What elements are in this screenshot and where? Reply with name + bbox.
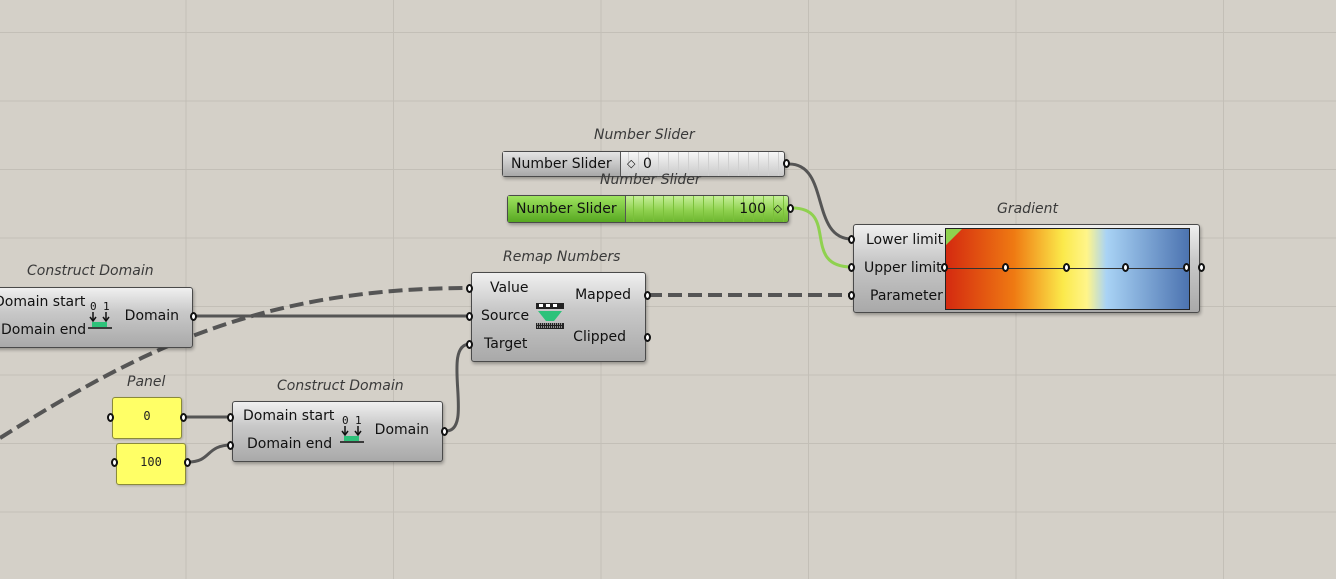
panel-100-input-grip[interactable]: [111, 458, 118, 467]
svg-text:1: 1: [103, 300, 110, 313]
gradient-lower-limit-grip[interactable]: [848, 235, 855, 244]
gradient-handle-3[interactable]: [1122, 263, 1129, 272]
domain-start-input[interactable]: Domain start: [0, 294, 86, 310]
panel-0-output-grip[interactable]: [180, 413, 187, 422]
slider-label: Number Slider: [503, 152, 621, 176]
remap-target-grip[interactable]: [466, 340, 473, 349]
gradient-title: Gradient: [997, 201, 1058, 217]
gradient-handle-1[interactable]: [1002, 263, 1009, 272]
construct-domain-title: Construct Domain: [277, 378, 404, 394]
gradient-handle-2[interactable]: [1063, 263, 1070, 272]
slider-value: 0: [643, 156, 652, 172]
remap-numbers-component[interactable]: Value Source Target Mapped Clipped: [471, 272, 646, 362]
panel-100-output-grip[interactable]: [184, 458, 191, 467]
remap-funnel-icon: [536, 303, 564, 329]
remap-output-mapped[interactable]: Mapped: [575, 287, 631, 303]
gradient-input-parameter[interactable]: Parameter: [870, 288, 943, 304]
number-slider-100[interactable]: Number Slider 100 ◇: [507, 195, 789, 223]
domain-2-start-grip[interactable]: [227, 413, 234, 422]
construct-domain-icon: 0 1: [88, 300, 112, 329]
slider-track[interactable]: ◇ 0: [619, 152, 784, 176]
slider-0-output-grip[interactable]: [783, 159, 790, 168]
wire-slider-to-lower-limit[interactable]: [788, 162, 853, 241]
slider-handle-icon[interactable]: ◇: [773, 202, 782, 215]
domain-start-input[interactable]: Domain start: [243, 408, 335, 424]
panel-0-input-grip[interactable]: [107, 413, 114, 422]
remap-value-grip[interactable]: [466, 284, 473, 293]
domain-2-output-grip[interactable]: [441, 427, 448, 436]
domain-1-output-grip[interactable]: [190, 312, 197, 321]
panel-value-100[interactable]: 100: [116, 443, 186, 485]
wire-list-to-value[interactable]: [0, 286, 471, 440]
domain-2-end-grip[interactable]: [227, 441, 234, 450]
gradient-parameter-grip[interactable]: [848, 291, 855, 300]
panel-value-0[interactable]: 0: [112, 397, 182, 439]
construct-domain-title: Construct Domain: [27, 263, 154, 279]
gradient-handle-4[interactable]: [1183, 263, 1190, 272]
construct-domain-component-1[interactable]: Domain start Domain end Domain 0 1: [0, 287, 193, 348]
remap-input-value[interactable]: Value: [490, 280, 529, 296]
svg-text:0: 0: [342, 414, 349, 427]
slider-1-output-grip[interactable]: [787, 204, 794, 213]
domain-end-input[interactable]: Domain end: [1, 322, 87, 338]
panel-title: Panel: [127, 374, 166, 390]
svg-text:0: 0: [90, 300, 97, 313]
slider-value: 100: [739, 201, 766, 217]
construct-domain-component-2[interactable]: Domain start Domain end Domain 0 1: [232, 401, 443, 462]
svg-text:1: 1: [355, 414, 362, 427]
number-slider-0[interactable]: Number Slider ◇ 0: [502, 151, 785, 177]
remap-source-grip[interactable]: [466, 312, 473, 321]
remap-clipped-grip[interactable]: [644, 333, 651, 342]
domain-output[interactable]: Domain: [124, 308, 179, 324]
wire-domain-to-target[interactable]: [445, 342, 471, 433]
slider-title: Number Slider: [594, 127, 695, 143]
domain-output[interactable]: Domain: [374, 422, 429, 438]
slider-handle-icon[interactable]: ◇: [627, 157, 636, 170]
gradient-input-lower-limit[interactable]: Lower limit: [866, 232, 944, 248]
remap-input-source[interactable]: Source: [481, 308, 530, 324]
wire-panel100-to-end[interactable]: [187, 443, 233, 464]
wire-slider-to-upper-limit[interactable]: [791, 206, 853, 269]
remap-input-target[interactable]: Target: [484, 336, 528, 352]
remap-title: Remap Numbers: [503, 249, 621, 265]
gradient-corner-icon: [946, 229, 962, 245]
gradient-upper-limit-grip[interactable]: [848, 263, 855, 272]
remap-mapped-grip[interactable]: [644, 291, 651, 300]
gradient-handle-0[interactable]: [941, 263, 948, 272]
construct-domain-icon: 0 1: [340, 414, 364, 443]
gradient-component[interactable]: Lower limit Upper limit Parameter: [853, 224, 1200, 313]
gradient-output-grip[interactable]: [1198, 263, 1205, 272]
slider-title: Number Slider: [600, 172, 701, 188]
remap-output-clipped[interactable]: Clipped: [573, 329, 626, 345]
slider-label: Number Slider: [508, 196, 626, 222]
domain-end-input[interactable]: Domain end: [247, 436, 333, 452]
slider-track[interactable]: 100 ◇: [624, 196, 788, 222]
gradient-input-upper-limit[interactable]: Upper limit: [864, 260, 942, 276]
